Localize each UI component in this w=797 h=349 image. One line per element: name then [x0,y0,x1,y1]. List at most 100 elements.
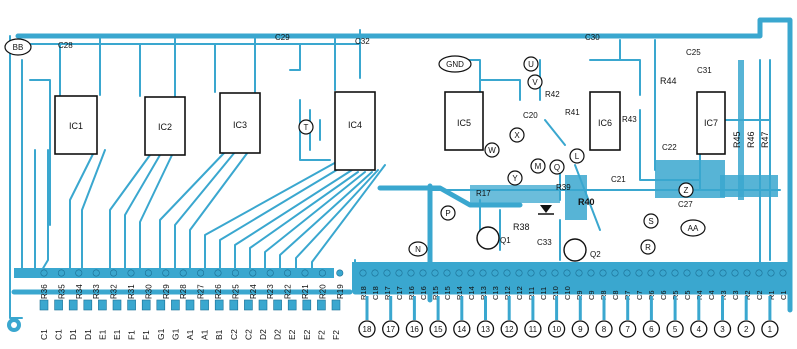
connector-pad [258,299,268,311]
connector-pad [141,299,151,311]
connector-pad [229,299,239,311]
solder-pad [743,269,751,277]
part-R26: R26 [214,284,223,299]
part-C14: C14 [467,286,476,300]
svg-text:Q: Q [554,163,560,172]
connector-label-F2: F2 [331,330,341,340]
part-R10: R10 [551,286,560,300]
part-R47: R47 [760,131,770,148]
part-C18: C18 [371,286,380,300]
test-point-GND: GND [438,55,472,73]
part-R5: R5 [671,290,680,300]
svg-text:AA: AA [688,224,699,233]
part-R25: R25 [231,284,240,299]
part-R20: R20 [318,284,327,299]
part-R31: R31 [127,284,136,299]
connector-pad [200,299,209,311]
solder-pad [683,269,691,277]
connector-label-E2: E2 [302,329,312,340]
pin-circle [500,320,518,338]
ic-IC7: IC7 [696,91,726,155]
connector-pad [273,299,282,311]
solder-pad [491,269,499,277]
part-R11: R11 [527,287,536,300]
solder-pad [318,269,326,277]
svg-text:P: P [445,209,450,218]
part-C1: C1 [779,290,788,300]
ic-IC2: IC2 [144,96,186,156]
svg-text:T: T [304,123,309,132]
part-R46: R46 [746,131,756,148]
svg-text:U: U [528,60,534,69]
part-R36: R36 [40,284,49,299]
part-C8: C8 [611,290,620,300]
pin-number-13: 13 [481,325,490,334]
part-C11: C11 [539,287,548,300]
ic-IC6: IC6 [589,91,621,151]
solder-pad [144,269,152,277]
part-C10: C10 [563,286,572,300]
pin-number-16: 16 [410,325,419,334]
connector-label-E2: E2 [287,329,297,340]
pin-number-6: 6 [649,325,654,334]
test-point-T: T [298,119,314,135]
solder-pad [57,269,65,277]
pin-number-7: 7 [625,325,630,334]
ic-label: IC3 [233,120,247,130]
part-R18: R18 [359,286,368,300]
connector-label-F2: F2 [316,330,326,340]
connector-pad [156,299,166,311]
connector-pad [171,299,180,311]
test-point-BB: BB [4,38,32,56]
pin-circle [476,320,495,338]
svg-text:S: S [648,217,653,226]
connector-label-D1: D1 [83,329,93,340]
pin-circle [429,320,447,338]
part-C6: C6 [659,290,668,300]
pin-number-8: 8 [602,325,607,334]
solder-pad [719,269,727,277]
mount-hole [7,318,21,332]
part-R42: R42 [545,90,560,99]
part-R22: R22 [284,284,293,299]
connector-pad [127,299,136,311]
solder-pad [779,269,787,277]
part-C28: C28 [58,41,73,50]
transistor-Q1 [476,226,500,250]
copper-traces [9,17,793,319]
svg-text:R: R [645,243,651,252]
connector-label-D2: D2 [273,329,283,340]
solder-pad [179,269,187,277]
connector-label-C2: C2 [243,329,253,340]
test-point-W: W [484,142,500,158]
pin-number-2: 2 [744,325,749,334]
connector-pad [331,299,341,311]
solder-pad [127,269,135,277]
part-R12: R12 [503,286,512,300]
part-R4: R4 [695,290,704,300]
solder-pad [599,269,607,277]
part-R33: R33 [92,284,101,299]
part-C20: C20 [523,111,538,120]
part-R16: R16 [407,286,416,300]
part-R41: R41 [565,108,580,117]
part-R15: R15 [431,286,440,300]
diode [538,205,554,215]
part-R44: R44 [660,76,677,86]
ic-IC1: IC1 [54,95,98,155]
pin-circle [619,320,637,338]
part-C17: C17 [395,286,404,300]
pin-number-12: 12 [505,325,514,334]
solder-pad [479,269,487,277]
part-R24: R24 [249,284,258,299]
part-Q1: Q1 [500,236,511,245]
connector-pad [112,299,122,311]
svg-text:W: W [488,146,496,155]
part-R14: R14 [455,286,464,300]
connector-pad [214,299,224,311]
solder-pad [539,269,547,277]
connector-label-B1: B1 [214,329,224,340]
